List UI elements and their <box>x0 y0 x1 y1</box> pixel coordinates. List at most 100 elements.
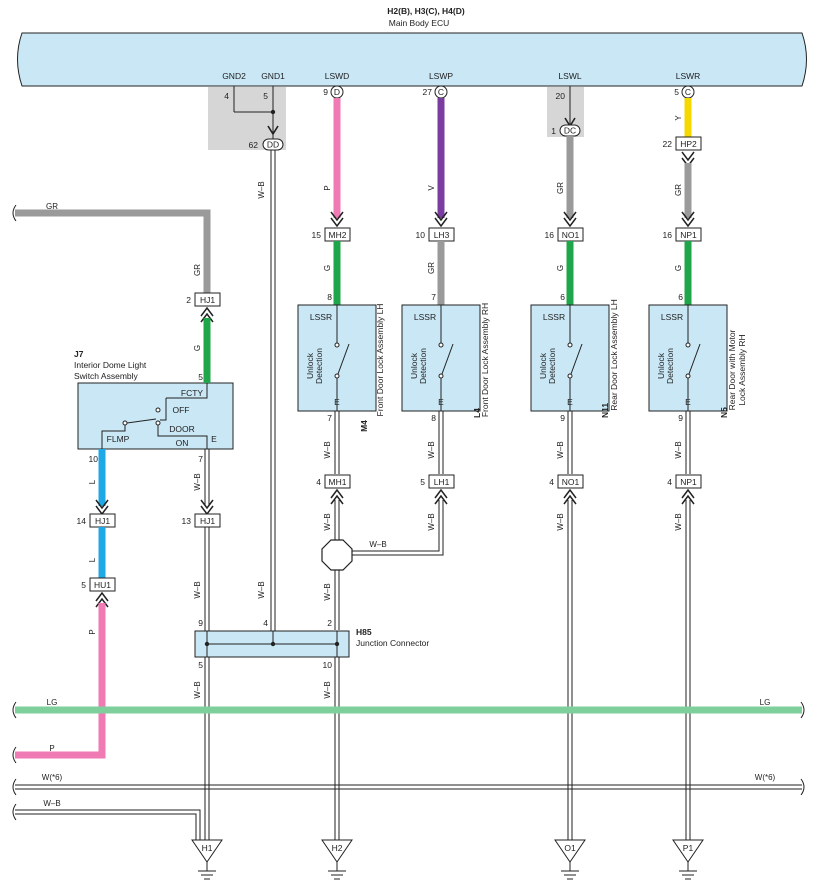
wire-label-gr-lswr: GR <box>674 184 683 196</box>
j7-code: J7 <box>74 349 84 359</box>
wire-label-l-2: L <box>88 557 97 562</box>
j7-pin-e: 7 <box>198 454 203 464</box>
connector-hj1-a <box>194 292 221 307</box>
pin-gnd2: 4 <box>224 91 229 101</box>
h85-code: H85 <box>356 627 372 637</box>
conn-lswp-label: C <box>438 87 444 97</box>
svg-text:N5: N5 <box>719 407 729 418</box>
connector-hj1-c-label: HJ1 <box>200 516 215 526</box>
h85-pin-9: 9 <box>198 618 203 628</box>
wire-label-gr-l4: GR <box>427 262 436 274</box>
h85-pin-5: 5 <box>198 660 203 670</box>
pin-np1-top: 16 <box>663 230 673 240</box>
svg-text:Detection: Detection <box>547 348 557 384</box>
wire-label-p-lswd: P <box>323 185 332 190</box>
connector-lh1-label: LH1 <box>434 477 450 487</box>
term-lswp: LSWP <box>429 71 453 81</box>
svg-text:Front Door Lock Assembly LH: Front Door Lock Assembly LH <box>375 304 385 417</box>
connector-np1-bot-label: NP1 <box>680 477 697 487</box>
svg-text:8: 8 <box>431 413 436 423</box>
wire-label-wb-no1: W–B <box>556 513 565 530</box>
svg-text:8: 8 <box>327 292 332 302</box>
switch-j7 <box>77 382 234 450</box>
connector-dd-label: DD <box>267 140 279 150</box>
connector-mh1 <box>324 474 351 489</box>
connector-hj1-c <box>194 513 221 528</box>
term-lswl: LSWL <box>558 71 581 81</box>
connector-hu1 <box>89 577 116 592</box>
term-lswr: LSWR <box>676 71 701 81</box>
pin-np1-bot: 4 <box>667 477 672 487</box>
svg-text:7: 7 <box>431 292 436 302</box>
j7-on: ON <box>176 438 189 448</box>
connector-no1-bot-label: NO1 <box>562 477 580 487</box>
wire-label-g-n11: G <box>556 265 565 271</box>
pin-dd: 62 <box>249 140 259 150</box>
svg-text:7: 7 <box>327 413 332 423</box>
j7-name-l2: Switch Assembly <box>74 371 139 381</box>
wire-label-g-j7: G <box>193 345 202 351</box>
connector-hu1-label: HU1 <box>94 580 111 590</box>
term-gnd1: GND1 <box>261 71 285 81</box>
wire-label-v: V <box>427 185 436 191</box>
connector-no1-bot <box>557 474 584 489</box>
j7-name-l1: Interior Dome Light <box>74 360 147 370</box>
svg-text:H1: H1 <box>202 843 213 853</box>
j7-fcty: FCTY <box>181 388 204 398</box>
svg-text:M4: M4 <box>359 420 369 432</box>
svg-text:6: 6 <box>560 292 565 302</box>
connector-dc-label: DC <box>564 126 576 136</box>
wire-label-lg-left: LG <box>47 698 58 707</box>
wire-label-wb-j7: W–B <box>193 473 202 490</box>
door-lock-n5: 6 LSSR Unlock Detection E 9 N5 Rear Door… <box>648 292 747 423</box>
wire-label-wb-n11: W–B <box>556 441 565 458</box>
svg-text:Detection: Detection <box>314 348 324 384</box>
svg-text:O1: O1 <box>564 843 576 853</box>
wire-label-wb-h2: W–B <box>323 681 332 698</box>
conn-lswr-label: C <box>685 87 691 97</box>
j7-off: OFF <box>173 405 190 415</box>
h85-name: Junction Connector <box>356 638 429 648</box>
svg-text:Rear Door Lock Assembly LH: Rear Door Lock Assembly LH <box>609 299 619 411</box>
wire-label-wb-lh1: W–B <box>427 513 436 530</box>
conn-lswd-label: D <box>334 87 340 97</box>
svg-text:LSSR: LSSR <box>414 312 436 322</box>
wire-label-p-hu1: P <box>88 629 97 634</box>
wire-label-gr-lswl: GR <box>556 182 565 194</box>
wire-label-wb-h1: W–B <box>193 681 202 698</box>
wire-label-wb-hj1: W–B <box>193 581 202 598</box>
wire-label-g-n5: G <box>674 265 683 271</box>
wire-label-w6-right: W(*6) <box>755 773 776 782</box>
ground-o1: O1 <box>554 839 586 880</box>
svg-text:Unlock: Unlock <box>538 352 548 379</box>
splice-point <box>321 539 353 571</box>
svg-text:9: 9 <box>678 413 683 423</box>
door-lock-l4: 7 LSSR Unlock Detection E 8 L4 Front Doo… <box>401 292 490 423</box>
connector-hj1-b-label: HJ1 <box>95 516 110 526</box>
pin-mh2: 15 <box>312 230 322 240</box>
pin-lh1: 5 <box>420 477 425 487</box>
wire-label-wb-dd: W–B <box>257 181 266 198</box>
svg-text:H2: H2 <box>332 843 343 853</box>
main-body-ecu <box>17 32 807 87</box>
wire-label-wb-l4: W–B <box>427 441 436 458</box>
pin-mh1: 4 <box>316 477 321 487</box>
h85-pin-4: 4 <box>263 618 268 628</box>
wire-label-wb-n5: W–B <box>674 441 683 458</box>
pin-dc: 1 <box>551 126 556 136</box>
svg-text:L4: L4 <box>472 408 482 418</box>
pin-lh3: 10 <box>416 230 426 240</box>
pin-lswr: 5 <box>674 87 679 97</box>
svg-text:9: 9 <box>560 413 565 423</box>
connector-hp2 <box>675 136 702 151</box>
pin-hj1-c: 13 <box>182 516 192 526</box>
wire-label-gr-hj1: GR <box>193 264 202 276</box>
pin-hp2: 22 <box>663 139 673 149</box>
connector-np1-bot <box>675 474 702 489</box>
wire-label-wb-mh1b: W–B <box>323 583 332 600</box>
connector-mh1-label: MH1 <box>329 477 347 487</box>
ground-p1: P1 <box>672 839 704 880</box>
svg-text:P1: P1 <box>683 843 694 853</box>
wire-label-wb-left: W–B <box>43 799 60 808</box>
